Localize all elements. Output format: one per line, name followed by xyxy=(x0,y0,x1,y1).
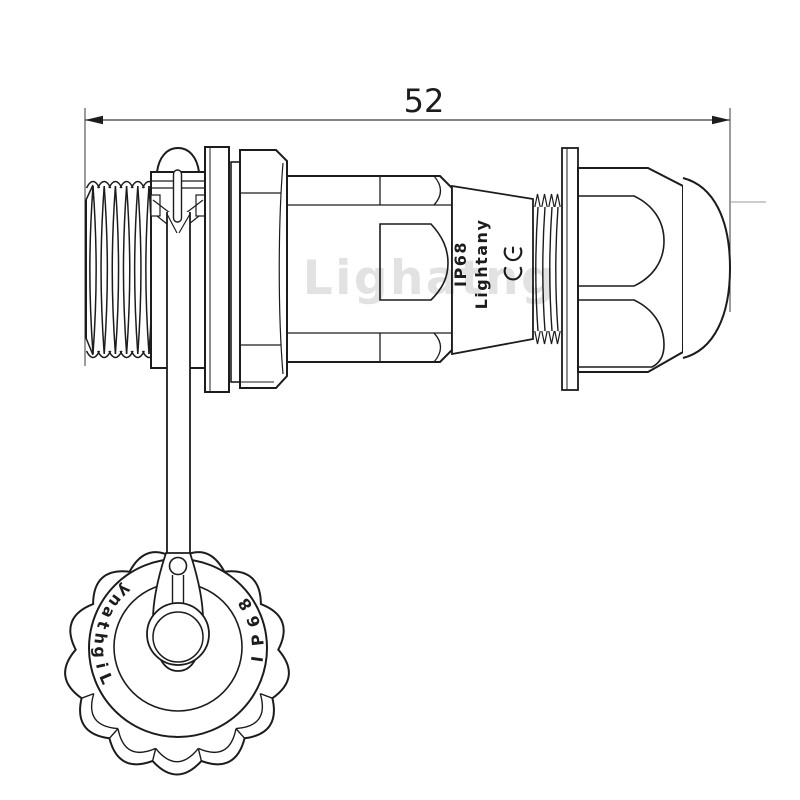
seal-thread-line xyxy=(555,206,559,332)
seal-thread-peak xyxy=(541,193,548,208)
dimension-arrow-left-icon xyxy=(85,115,103,125)
mount-chevron xyxy=(152,199,171,214)
grip-inset xyxy=(379,223,449,301)
seal-thread-peak xyxy=(541,330,548,345)
thread-ridge xyxy=(92,185,97,355)
seal-thread-peak xyxy=(548,193,555,208)
dimension-arrow-right-icon xyxy=(712,115,730,125)
cap-letter: I xyxy=(247,655,267,664)
cap-rivet xyxy=(146,602,210,666)
cap-letter: P xyxy=(248,633,268,647)
flange-disc xyxy=(204,146,230,393)
connector-body xyxy=(286,175,453,363)
thread-ridge xyxy=(145,185,150,355)
flange-spacer xyxy=(230,161,241,383)
cap-letter: g xyxy=(90,646,110,658)
eyelet-hole xyxy=(168,556,188,576)
nut-outline xyxy=(577,167,684,373)
thread-ridge xyxy=(114,185,120,355)
seal-thread-line xyxy=(542,206,546,332)
panel-flange xyxy=(204,146,241,393)
cap-lanyard-eyelet xyxy=(146,552,210,672)
hex-outline xyxy=(239,149,288,389)
locknut-hex xyxy=(239,149,288,389)
strap-notch xyxy=(166,213,178,234)
thread-ridge xyxy=(89,185,94,355)
seal-thread-peak xyxy=(548,330,555,345)
mount-chevron xyxy=(185,199,204,214)
strap-body xyxy=(167,212,190,553)
grip-cutout-arc xyxy=(433,175,442,206)
thread-chamfer-bottom xyxy=(85,337,94,356)
thread-ridge xyxy=(125,185,131,355)
mount-pin xyxy=(172,169,183,223)
thread-ridge xyxy=(133,185,139,355)
mount-dome-tab xyxy=(156,146,200,173)
marking-ip68: IP68 xyxy=(451,241,470,287)
thread-ridge xyxy=(122,185,128,355)
thread-ridges xyxy=(85,180,157,359)
mount-step-right xyxy=(195,194,206,217)
cap-letter: h xyxy=(90,632,110,646)
seal-thread-peak xyxy=(534,330,541,345)
dimension-value: 52 xyxy=(404,82,445,120)
nut-facet-top xyxy=(578,195,665,287)
hex-edge-curve xyxy=(278,162,284,375)
seal-thread-line xyxy=(549,206,553,332)
strap-notch xyxy=(178,213,191,234)
label-section xyxy=(451,184,534,356)
seal-thread-peak xyxy=(534,193,541,208)
seal-thread-peak xyxy=(554,193,561,208)
thread-ridge xyxy=(111,185,117,355)
thread-ridge xyxy=(103,185,109,355)
marking-brand: Lightany xyxy=(472,219,491,310)
gland-nut xyxy=(577,167,684,373)
gland-collar xyxy=(561,147,579,391)
thread-chamfer-top xyxy=(85,184,94,201)
label-section-outline xyxy=(451,184,534,356)
watermark: Lighatng xyxy=(303,251,557,306)
gland-dome xyxy=(682,177,732,359)
grip-cutout-arc xyxy=(433,332,442,363)
cap-rivet-inner xyxy=(152,611,204,663)
seal-thread-line xyxy=(535,206,539,332)
male-thread xyxy=(85,180,157,359)
cap-knurl-skirt xyxy=(81,692,273,763)
collar-outline xyxy=(561,147,579,391)
ce-mark-icon xyxy=(503,246,523,281)
nut-facet-bottom xyxy=(578,299,665,368)
lanyard-strap xyxy=(166,169,191,553)
cap-letter: i xyxy=(92,661,112,671)
mount-step-left xyxy=(150,194,161,217)
thread-ridge xyxy=(100,185,105,355)
seal-thread-peak xyxy=(554,330,561,345)
gland-seal-thread xyxy=(534,193,561,345)
thread-ridge xyxy=(137,185,142,355)
